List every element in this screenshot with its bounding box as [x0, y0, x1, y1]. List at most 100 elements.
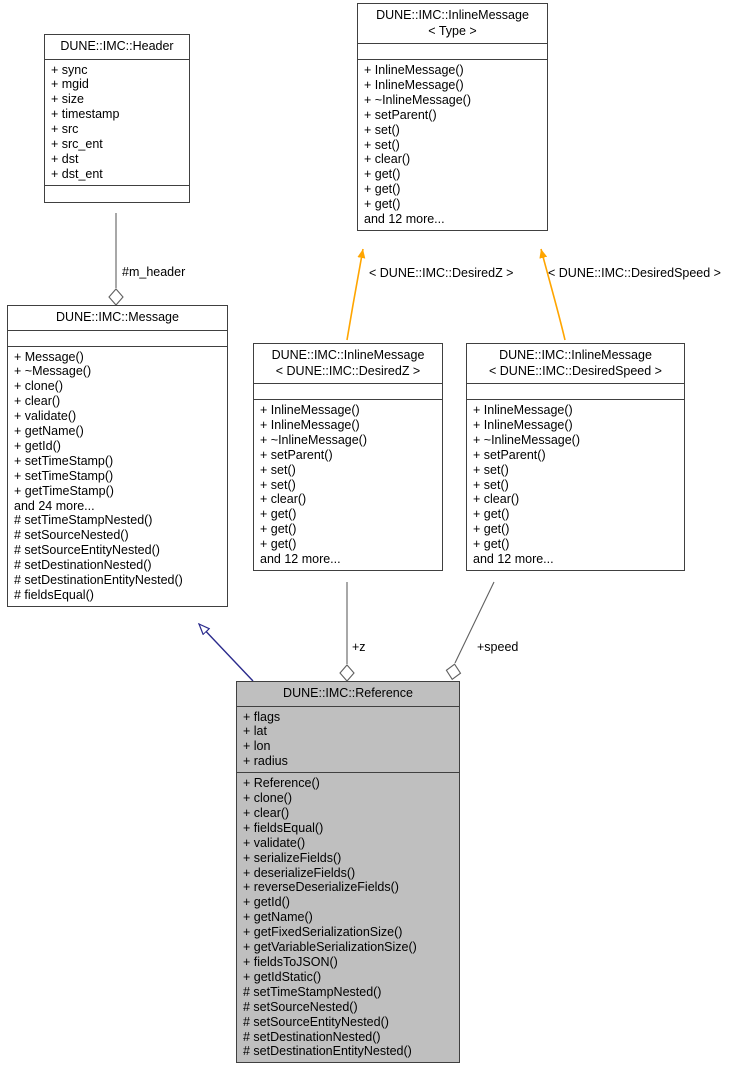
operation-row: + getName() — [14, 424, 84, 439]
edge-label-m-header: #m_header — [122, 265, 186, 279]
operation-row: + clear() — [364, 152, 411, 167]
operation-row: + InlineMessage() — [260, 417, 360, 432]
operation-row: + getId() — [14, 438, 61, 453]
class-title-header: DUNE::IMC::Header — [45, 35, 189, 60]
operation-row: + get() — [473, 507, 510, 522]
operation-row: + set() — [260, 462, 296, 477]
operation-row: # setDestinationNested() — [14, 558, 152, 573]
class-title-inline-message-desiredspeed: DUNE::IMC::InlineMessage < DUNE::IMC::De… — [467, 344, 684, 384]
class-operations-reference: + Reference() + clone() + clear() + fiel… — [237, 773, 459, 1062]
class-box-inline-message-desiredz[interactable]: DUNE::IMC::InlineMessage < DUNE::IMC::De… — [253, 343, 443, 571]
operation-row: + set() — [473, 477, 509, 492]
class-attributes-header: + sync + mgid + size + timestamp + src +… — [45, 60, 189, 186]
operation-row-more: and 12 more... — [364, 212, 445, 227]
operation-row: + getFixedSerializationSize() — [243, 925, 403, 940]
operation-row: + set() — [473, 462, 509, 477]
operation-row-more: and 12 more... — [260, 552, 341, 567]
operation-row: + clear() — [473, 492, 520, 507]
operation-row: + serializeFields() — [243, 850, 342, 865]
operation-row: + set() — [260, 477, 296, 492]
operation-row: + get() — [364, 167, 401, 182]
operation-row: + deserializeFields() — [243, 865, 356, 880]
attribute-row: + lat — [243, 724, 267, 739]
operation-row: + fieldsToJSON() — [243, 955, 338, 969]
operation-row: + get() — [364, 197, 401, 212]
operation-row: # setSourceNested() — [14, 528, 129, 543]
class-operations-inline-message-desiredspeed: + InlineMessage() + InlineMessage() + ~I… — [467, 400, 684, 570]
edge-desiredz-to-reference — [339, 582, 355, 682]
operation-row: # setDestinationEntityNested() — [243, 1044, 412, 1059]
operation-row: + set() — [364, 122, 400, 137]
operation-row: + validate() — [243, 835, 306, 850]
operation-row: + getTimeStamp() — [14, 483, 114, 498]
operation-row: + get() — [473, 537, 510, 552]
class-attributes-message — [8, 331, 227, 347]
operation-row: + InlineMessage() — [364, 77, 464, 92]
operation-row-more: and 24 more... — [14, 498, 95, 513]
attribute-row: + mgid — [51, 77, 89, 92]
operation-row: # setTimeStampNested() — [14, 513, 153, 528]
attribute-row: + dst — [51, 151, 79, 166]
attribute-row: + timestamp — [51, 107, 120, 122]
class-name-text: DUNE::IMC::InlineMessage — [376, 8, 529, 22]
class-box-inline-message-desiredspeed[interactable]: DUNE::IMC::InlineMessage < DUNE::IMC::De… — [466, 343, 685, 571]
attribute-row: + radius — [243, 754, 288, 769]
class-operations-header — [45, 186, 189, 202]
operation-row: + setParent() — [260, 447, 333, 462]
operation-row: # fieldsEqual() — [14, 588, 94, 602]
edge-message-to-reference — [199, 624, 254, 682]
operation-row: + InlineMessage() — [473, 403, 573, 417]
operation-row: # setSourceEntityNested() — [14, 543, 160, 558]
class-box-header[interactable]: DUNE::IMC::Header + sync + mgid + size +… — [44, 34, 190, 203]
operation-row: + getIdStatic() — [243, 969, 322, 984]
operation-row: + Message() — [14, 349, 84, 364]
operation-row: # setSourceEntityNested() — [243, 1014, 389, 1029]
class-box-message[interactable]: DUNE::IMC::Message + Message() + ~Messag… — [7, 305, 228, 607]
edge-label-z: +z — [352, 640, 366, 654]
class-operations-inline-message-desiredz: + InlineMessage() + InlineMessage() + ~I… — [254, 400, 442, 570]
operation-row: # setDestinationNested() — [243, 1029, 381, 1044]
class-box-reference[interactable]: DUNE::IMC::Reference + flags + lat + lon… — [236, 681, 460, 1064]
class-attributes-inline-message-desiredspeed — [467, 384, 684, 400]
operation-row: + setTimeStamp() — [14, 468, 114, 483]
operation-row: # setTimeStampNested() — [243, 984, 382, 999]
operation-row: + get() — [473, 522, 510, 537]
attribute-row: + flags — [243, 709, 281, 724]
template-param-text: < DUNE::IMC::DesiredSpeed > — [489, 363, 662, 378]
class-title-inline-message-desiredz: DUNE::IMC::InlineMessage < DUNE::IMC::De… — [254, 344, 442, 384]
operation-row: + validate() — [14, 409, 77, 424]
edge-template-to-desiredspeed — [539, 248, 566, 341]
class-box-inline-message-template[interactable]: DUNE::IMC::InlineMessage < Type > + Inli… — [357, 3, 548, 231]
operation-row: + InlineMessage() — [473, 417, 573, 432]
operation-row: + InlineMessage() — [364, 63, 464, 77]
operation-row: + ~InlineMessage() — [364, 92, 472, 107]
operation-row: + setTimeStamp() — [14, 453, 114, 468]
operation-row: # setDestinationEntityNested() — [14, 573, 183, 588]
operation-row: + setParent() — [364, 107, 437, 122]
edge-label-desiredz-template: < DUNE::IMC::DesiredZ > — [369, 266, 514, 280]
operation-row: + getId() — [243, 895, 290, 910]
attribute-row: + dst_ent — [51, 166, 103, 181]
operation-row: + ~InlineMessage() — [473, 432, 581, 447]
class-name-text: DUNE::IMC::InlineMessage — [499, 348, 652, 362]
operation-row: + clear() — [243, 805, 290, 820]
operation-row: + setParent() — [473, 447, 546, 462]
attribute-row: + size — [51, 92, 85, 107]
operation-row: + InlineMessage() — [260, 403, 360, 417]
operation-row: + Reference() — [243, 776, 320, 791]
edge-desiredspeed-to-reference — [445, 581, 495, 681]
edge-label-desiredspeed-template: < DUNE::IMC::DesiredSpeed > — [548, 266, 721, 280]
attribute-row: + src_ent — [51, 137, 103, 152]
attribute-row: + src — [51, 122, 79, 137]
operation-row: + clone() — [243, 791, 292, 806]
class-title-message: DUNE::IMC::Message — [8, 306, 227, 331]
operation-row: + get() — [260, 507, 297, 522]
operation-row: + clear() — [260, 492, 307, 507]
class-operations-message: + Message() + ~Message() + clone() + cle… — [8, 347, 227, 606]
operation-row: + get() — [260, 522, 297, 537]
operation-row-more: and 12 more... — [473, 552, 554, 567]
operation-row: + set() — [364, 137, 400, 152]
operation-row: + reverseDeserializeFields() — [243, 880, 399, 895]
attribute-row: + sync — [51, 62, 88, 77]
